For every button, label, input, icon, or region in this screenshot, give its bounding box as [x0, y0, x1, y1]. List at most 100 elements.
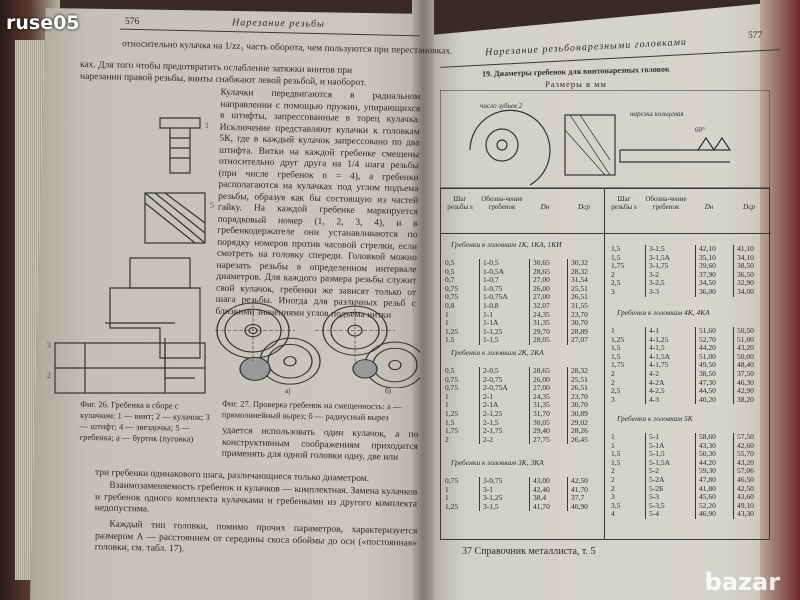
- table-cell-dn: 31,35: [533, 318, 550, 328]
- bazar-logo: bazar: [704, 568, 780, 596]
- table-cell-dcp: 37,50: [737, 369, 754, 378]
- figure-label: число зубьев 2: [480, 102, 523, 110]
- column-rule: [479, 367, 480, 445]
- table-cell-dn: 24,35: [533, 391, 550, 401]
- table-cell-code: 2-1,75: [483, 426, 503, 436]
- table-cell-s: 1,5: [611, 343, 621, 353]
- table-cell-code: 1-0,75А: [483, 292, 508, 302]
- table-cell-s: 2: [611, 475, 615, 484]
- table-cell-dcp: 49,10: [737, 500, 754, 510]
- figure-27-drawing: [215, 300, 420, 388]
- column-text-2: удается использовать один кулачок, а по …: [221, 425, 419, 463]
- table-cell-dcp: 26,51: [571, 383, 588, 393]
- table-cell-dcp: 46,30: [737, 377, 754, 387]
- table-cell-code: 3-1,5: [483, 501, 499, 511]
- table-cell-dcp: 42,50: [571, 476, 588, 485]
- figure-label: нарезка кольцевая: [630, 110, 684, 118]
- table-cell-dcp: 25,51: [571, 374, 588, 384]
- table-cell-dn: 38,4: [533, 493, 547, 503]
- table-cell-dn: 49,50: [699, 360, 716, 370]
- table-cell-code: 4-1,75: [649, 360, 669, 370]
- table-cell-s: 1,5: [611, 449, 621, 459]
- table-cell-dcp: 38,20: [737, 394, 754, 404]
- table-cell-s: 2: [611, 466, 615, 476]
- table-cell-dn: 43,30: [699, 440, 716, 450]
- table-cell-dn: 46,90: [699, 509, 716, 519]
- fig27-label-a: а): [285, 387, 291, 395]
- table-cell-s: 1,25: [445, 409, 459, 418]
- table-cell-code: 1-0,8: [483, 301, 499, 310]
- running-head-left: Нарезание резьбы: [231, 17, 325, 30]
- table-cell-dcp: 42,90: [737, 386, 754, 396]
- table-cell-dcp: 42,60: [737, 440, 754, 450]
- column-rule: [567, 477, 568, 512]
- table-cell-s: 0,8: [445, 301, 455, 310]
- table-cell-code: 5-1,5: [649, 449, 665, 459]
- table-cell-s: 1,75: [611, 261, 625, 271]
- table-cell-s: 3: [611, 394, 615, 404]
- column-rule: [645, 245, 646, 297]
- table-cell-s: 1,5: [611, 457, 621, 467]
- table-cell-s: 4: [611, 509, 615, 519]
- table-cell-s: 0,75: [445, 476, 459, 485]
- fig27-label-b: б): [385, 387, 391, 395]
- table-cell-code: 1-0,5А: [483, 266, 505, 276]
- table-cell-s: 1,5: [445, 417, 455, 427]
- column-rule: [645, 433, 646, 519]
- table-cell-code: 1-1,5: [483, 335, 499, 345]
- table-cell-s: 1,5: [611, 244, 621, 253]
- table-cell-s: 1: [611, 440, 615, 450]
- table-cell-s: 0,75: [445, 292, 459, 302]
- table-cell-dcp: 41,70: [571, 484, 588, 494]
- table-cell-dn: 37,90: [699, 269, 716, 279]
- column-rule: [529, 367, 530, 445]
- table-cell-s: 3: [611, 492, 615, 502]
- table-cell-dn: 38,50: [699, 369, 716, 378]
- table-cell-s: 0,7: [445, 275, 455, 285]
- book-cover-edge: [760, 0, 800, 600]
- group-title: Гребенки к головкам 4К, 4КА: [617, 308, 710, 317]
- table-cell-s: 0,5: [445, 266, 455, 276]
- table-cell-code: 4-3: [649, 394, 659, 404]
- table-cell-code: 2-2: [483, 434, 493, 444]
- table-cell-dcp: 37,7: [571, 493, 585, 503]
- table-cell-dn: 52,70: [699, 334, 716, 344]
- table-cell-dn: 41,70: [533, 501, 550, 511]
- table-cell-code: 3-1,75: [649, 261, 669, 271]
- table-cell-dcp: 57,50: [737, 432, 754, 441]
- table-cell-dcp: 28,26: [571, 426, 588, 436]
- table-cell-dn: 27,00: [533, 275, 550, 285]
- table-divider: [604, 189, 605, 539]
- table-cell-dcp: 23,70: [571, 391, 588, 401]
- header-dcp: Dср: [743, 203, 755, 211]
- table-cell-dn: 31,70: [533, 409, 550, 418]
- table-cell-code: 2-1А: [483, 400, 499, 410]
- table-cell-dn: 43,00: [533, 476, 550, 485]
- table-cell-s: 1: [445, 318, 449, 328]
- table-cell-dcp: 30,70: [571, 400, 588, 410]
- footer-signature: 37 Справочник металлиста, т. 5: [462, 546, 596, 557]
- table-cell-dcp: 57,06: [737, 466, 754, 476]
- table-cell-dcp: 23,70: [571, 309, 588, 319]
- column-rule: [567, 259, 568, 345]
- page-number-right: 577: [748, 31, 763, 41]
- table-cell-dn: 27,00: [533, 383, 550, 393]
- table-cell-dn: 28,65: [533, 266, 550, 276]
- table-cell-code: 5-1А: [649, 440, 665, 450]
- table-cell-dcp: 55,70: [737, 449, 754, 459]
- svg-text:2: 2: [47, 371, 51, 380]
- table-cell-dn: 42,10: [699, 244, 716, 253]
- table-cell-dn: 28,05: [533, 335, 550, 345]
- column-rule: [529, 259, 530, 345]
- column-rule: [567, 367, 568, 445]
- table-cell-dn: 29,40: [533, 426, 550, 436]
- table-cell-dcp: 36,50: [737, 269, 754, 279]
- table-cell-code: 3-1,5: [649, 244, 665, 253]
- table-cell-s: 1,75: [445, 426, 459, 436]
- column-rule: [479, 259, 480, 345]
- table-cell-dcp: 32,90: [737, 278, 754, 288]
- group-title: Гребенки к головкам 5К: [617, 414, 693, 423]
- table-cell-dcp: 26,45: [571, 434, 588, 444]
- table-cell-dcp: 30,32: [571, 258, 588, 267]
